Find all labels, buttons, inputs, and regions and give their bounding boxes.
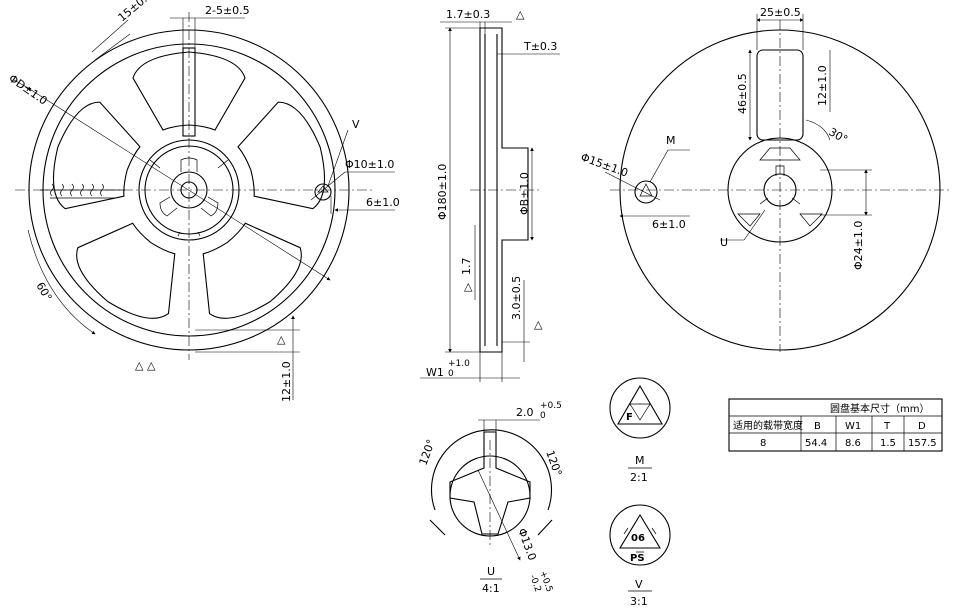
- detail-m-caption: M: [635, 454, 645, 467]
- dim-hole-offset-m: 6±1.0: [652, 218, 686, 231]
- dim-wall-thickness: T±0.3: [523, 40, 557, 53]
- side-view: 1.7±0.3 △ T±0.3 Φ180±1.0 ΦB±1.0 1.7 △ 3.…: [420, 8, 560, 382]
- spec-table-row-header: 适用的载带宽度: [733, 419, 803, 432]
- detail-m: F M 2:1: [609, 377, 671, 484]
- dim-inner-width: W1: [426, 366, 444, 379]
- detail-v-scale: 3:1: [630, 595, 648, 608]
- spec-col-t: T: [883, 421, 891, 432]
- front-left-markings: [40, 183, 125, 199]
- dim-outer-diameter: ΦD±1.0: [6, 72, 49, 108]
- spec-cell-t: 1.5: [880, 438, 896, 449]
- dim-angle-30: 30°: [827, 125, 850, 146]
- triangle-notes: △ △: [135, 359, 156, 372]
- spec-cell-d: 157.5: [908, 438, 937, 449]
- spec-col-b: B: [814, 421, 821, 432]
- dim-inner-width-tol-low: 0: [448, 369, 454, 379]
- label-hub-u: U: [720, 236, 728, 249]
- detail-u-hub: [449, 431, 531, 535]
- back-hub: [727, 137, 833, 243]
- label-hole-m: M: [666, 134, 676, 147]
- detail-m-circle: [609, 377, 671, 439]
- dim-hub-slot-depth: 15±0.5: [116, 0, 156, 24]
- side-profile: [479, 27, 529, 353]
- detail-u: 2.0 +0.5 0 120° 120° Φ13.0 +0.5 -0.2 U 4…: [417, 401, 565, 595]
- dim-window-gap: 12±1.0: [816, 65, 829, 106]
- spec-col-w1: W1: [845, 421, 861, 432]
- detail-v-caption: V: [635, 578, 643, 591]
- spec-table-title: 圆盘基本尺寸（mm）: [830, 402, 929, 415]
- triangle-note-side-2: △: [464, 280, 473, 293]
- recycle-symbol-icon: [619, 513, 661, 549]
- detail-v-code: 06: [631, 533, 645, 544]
- dim-hole-offset: 6±1.0: [366, 196, 400, 209]
- dim-angle-60: 60°: [33, 280, 54, 303]
- dim-hub-step: 1.7: [460, 258, 473, 276]
- detail-m-symbol: F: [626, 412, 633, 423]
- detail-u-dim-slot-tol: +0.5: [540, 401, 562, 411]
- back-hole-m: [634, 180, 658, 204]
- dim-reel-diameter: Φ180±1.0: [436, 164, 449, 220]
- dim-hub-diameter: Φ24±1.0: [852, 221, 865, 270]
- dim-hole-diameter: Φ10±1.0: [345, 158, 394, 171]
- detail-u-angle-right: 120°: [543, 449, 564, 478]
- triangle-note-side: △: [516, 8, 525, 21]
- dim-inner-width-tol: +1.0: [448, 359, 470, 369]
- back-window: [756, 49, 804, 141]
- back-view: 25±0.5 46±0.5 12±1.0 30° Φ15±1.0 M 6±1.0…: [579, 6, 950, 352]
- detail-u-dim-slot-tol-low: 0: [540, 411, 546, 421]
- detail-v-circle: [609, 504, 671, 566]
- triangle-note-rim: △: [277, 333, 286, 346]
- dim-rim-depth: 12±1.0: [280, 361, 293, 402]
- triangle-note-side-3: △: [534, 318, 543, 331]
- detail-u-scale: 4:1: [482, 582, 500, 595]
- front-hole-v: [314, 183, 332, 201]
- dim-hub-width: ΦB±1.0: [518, 172, 531, 215]
- detail-v: 06 PS V 3:1: [609, 504, 671, 608]
- spec-row-width: 8: [760, 438, 766, 449]
- spec-col-d: D: [918, 421, 926, 432]
- detail-v-material: PS: [630, 553, 645, 564]
- spec-cell-w1: 8.6: [845, 438, 861, 449]
- label-hole-v: V: [352, 118, 360, 131]
- spec-cell-b: 54.4: [805, 438, 827, 449]
- front-view: 15±0.5 2-5±0.5 ΦD±1.0 V Φ10±1.0 6±1.0 60…: [6, 0, 399, 402]
- detail-u-dim-slot: 2.0: [516, 406, 534, 419]
- dim-window-height: 46±0.5: [736, 73, 749, 114]
- detail-u-caption: U: [487, 565, 495, 578]
- dim-slot-width: 2-5±0.5: [205, 4, 250, 17]
- dim-edge-width: 3.0±0.5: [510, 276, 523, 320]
- dim-hole-diameter-m: Φ15±1.0: [579, 151, 630, 180]
- spec-table: 圆盘基本尺寸（mm） 适用的载带宽度 B W1 T D 8 54.4 8.6 1…: [728, 398, 943, 452]
- dim-window-width: 25±0.5: [760, 6, 801, 19]
- dim-flange-thickness: 1.7±0.3: [446, 8, 490, 21]
- detail-u-angle-left: 120°: [417, 438, 438, 467]
- detail-m-scale: 2:1: [630, 471, 648, 484]
